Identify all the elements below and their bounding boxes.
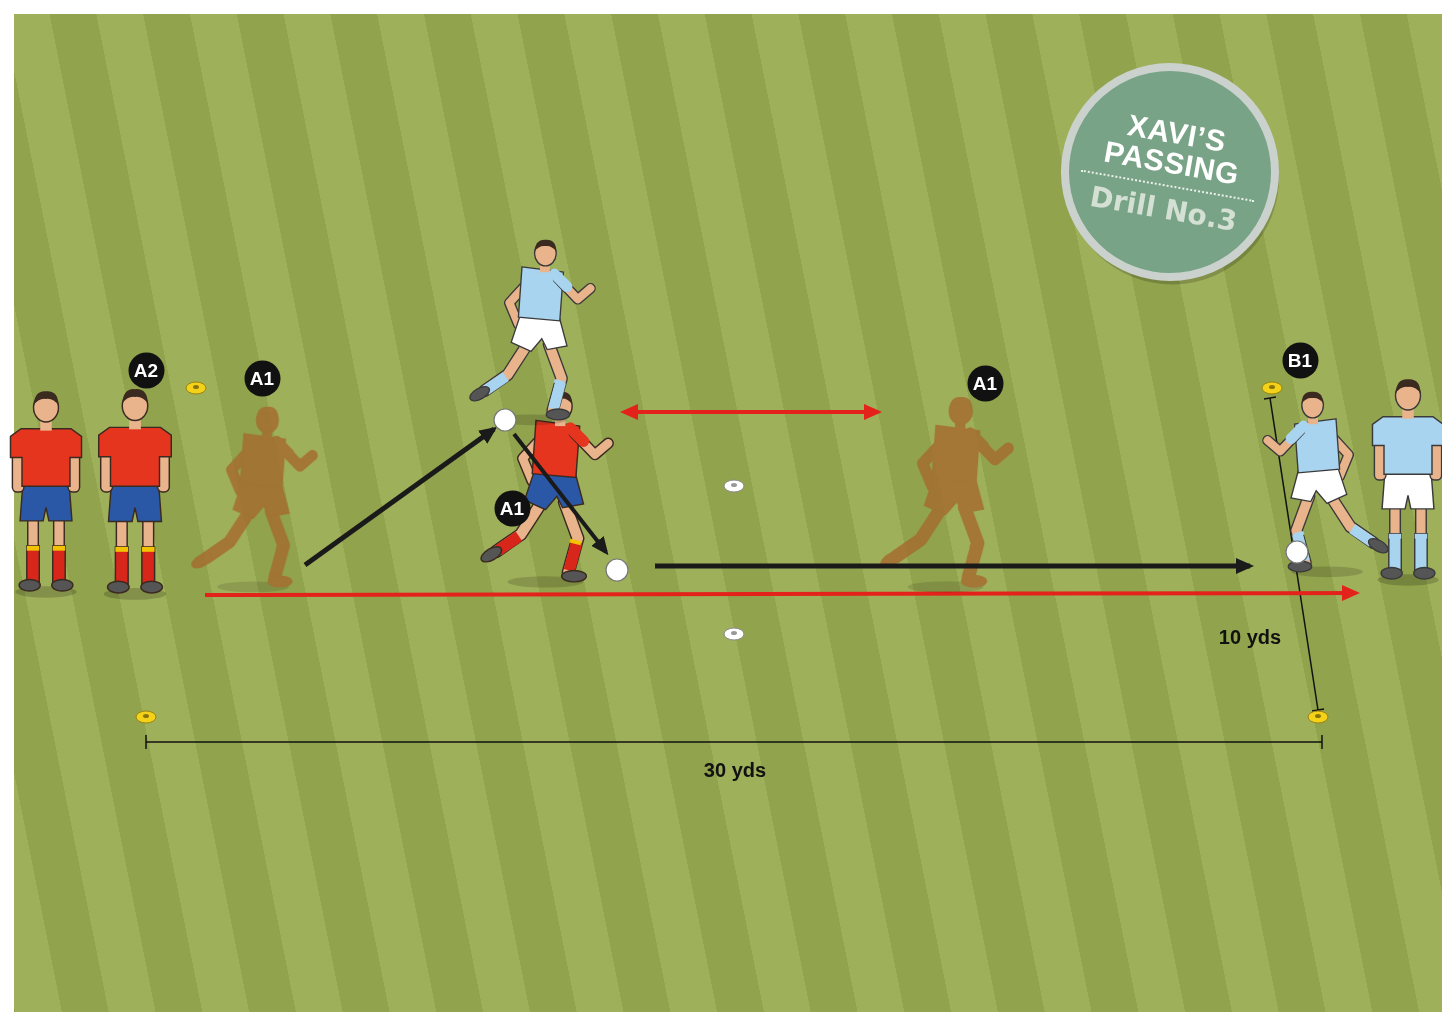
player-id: A1 [973, 374, 997, 393]
blue-players [468, 240, 1442, 586]
player-id: A1 [500, 499, 524, 518]
player-id: A1 [250, 369, 274, 388]
footballs [494, 409, 1308, 581]
player-label: A2 [128, 352, 165, 389]
pitch-ground [14, 14, 1442, 1012]
player-id: B1 [1288, 351, 1312, 370]
player-label: B1 [1282, 342, 1319, 379]
dimension-label: 10 yds [1219, 626, 1281, 648]
marker-cones [136, 382, 1328, 723]
pass-arrows [305, 429, 1250, 566]
ghost-players [190, 397, 1009, 593]
run-arrows [205, 412, 1356, 595]
player-id: A2 [134, 361, 158, 380]
player-label: A1 [244, 360, 281, 397]
player-label: A1 [494, 490, 531, 527]
dimension-label: 30 yds [704, 759, 766, 781]
dimension-lines [146, 397, 1324, 749]
drill-badge: XAVI’S PASSINGDrill No.3 [1041, 43, 1298, 300]
player-label: A1 [967, 365, 1004, 402]
